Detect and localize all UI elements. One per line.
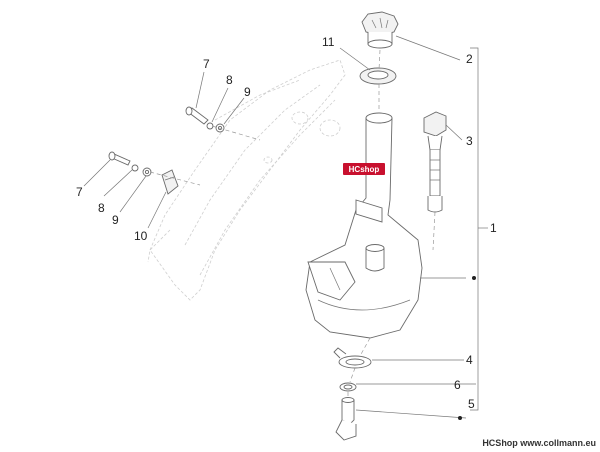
leader-lines (83, 35, 488, 420)
callout-7-upper: 7 (203, 57, 210, 71)
callout-8-lower: 8 (98, 201, 105, 215)
upper-screw-set (185, 106, 225, 133)
callout-10: 10 (134, 229, 148, 243)
washer-part (339, 382, 357, 392)
callout-8-upper: 8 (226, 73, 233, 87)
shop-watermark: HCshop (343, 163, 385, 175)
filler-cap-part (361, 11, 399, 49)
frame-outline (147, 59, 346, 301)
oil-tank-part (305, 112, 423, 339)
dipstick-part (423, 111, 447, 213)
drain-fitting-part (335, 397, 357, 441)
gasket-ring-part (359, 67, 397, 85)
callout-5: 5 (468, 397, 475, 411)
callout-2: 2 (466, 52, 473, 66)
callout-7-lower: 7 (76, 185, 83, 199)
watermark-text: HCshop (349, 165, 380, 174)
leader-dot (458, 416, 462, 420)
callout-4: 4 (466, 353, 473, 367)
callout-6: 6 (454, 378, 461, 392)
callout-11: 11 (322, 35, 335, 49)
callout-1: 1 (490, 221, 497, 235)
callout-9-upper: 9 (244, 85, 251, 99)
leader-dot (472, 276, 476, 280)
callout-labels: 11 2 3 1 4 6 5 7 8 9 7 8 9 10 (76, 35, 497, 411)
lower-screw-set (108, 151, 179, 195)
callout-3: 3 (466, 134, 473, 148)
hose-clamp-part (333, 347, 372, 369)
callout-9-lower: 9 (112, 213, 119, 227)
footer-credit: HCShop www.collmann.eu (482, 438, 596, 448)
assembly-lines (149, 49, 436, 398)
